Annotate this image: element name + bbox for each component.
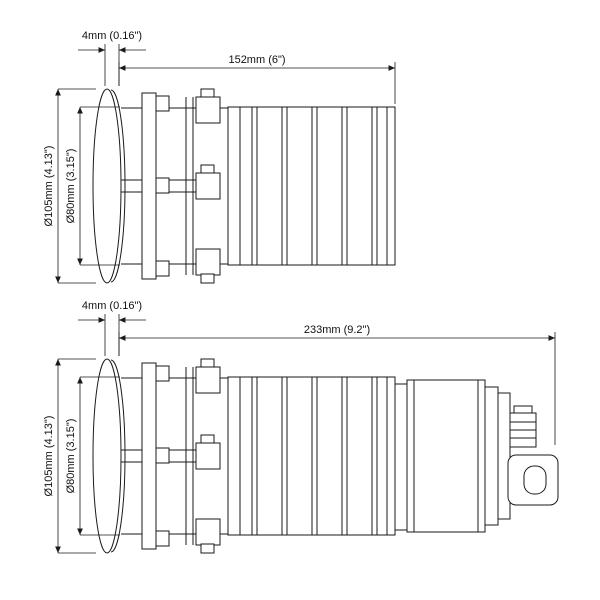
bottom-length-dimension: 233mm (9.2") bbox=[118, 324, 556, 445]
bottom-thickness-dimension: 4mm (0.16") bbox=[78, 300, 146, 356]
connector bbox=[509, 405, 537, 448]
top-length-label: 152mm (6") bbox=[228, 54, 285, 66]
bottom-inner-dia-label: Ø80mm (3.15") bbox=[65, 419, 77, 494]
top-thickness-label: 4mm (0.16") bbox=[82, 30, 142, 42]
bottom-view: 4mm (0.16") 233mm (9.2") Ø105mm (4.13") … bbox=[43, 300, 559, 554]
bottom-thickness-label: 4mm (0.16") bbox=[82, 300, 142, 312]
tail-section bbox=[394, 379, 511, 533]
bottom-length-label: 233mm (9.2") bbox=[304, 324, 370, 336]
top-outer-dia-label: Ø105mm (4.13") bbox=[43, 146, 55, 227]
top-outer-dia-dimension: Ø105mm (4.13") bbox=[43, 88, 96, 284]
outlet-bracket bbox=[507, 454, 559, 506]
bottom-outer-dia-label: Ø105mm (4.13") bbox=[43, 416, 55, 497]
top-thickness-dimension: 4mm (0.16") bbox=[78, 30, 146, 86]
top-inner-dia-label: Ø80mm (3.15") bbox=[65, 149, 77, 224]
bottom-inner-dia-dimension: Ø80mm (3.15") bbox=[65, 376, 120, 536]
top-inner-dia-dimension: Ø80mm (3.15") bbox=[65, 106, 120, 266]
top-length-dimension: 152mm (6") bbox=[118, 54, 396, 104]
top-view: 4mm (0.16") 152mm (6") Ø105mm (4.13") Ø8… bbox=[43, 30, 396, 284]
bottom-outer-dia-dimension: Ø105mm (4.13") bbox=[43, 358, 96, 554]
